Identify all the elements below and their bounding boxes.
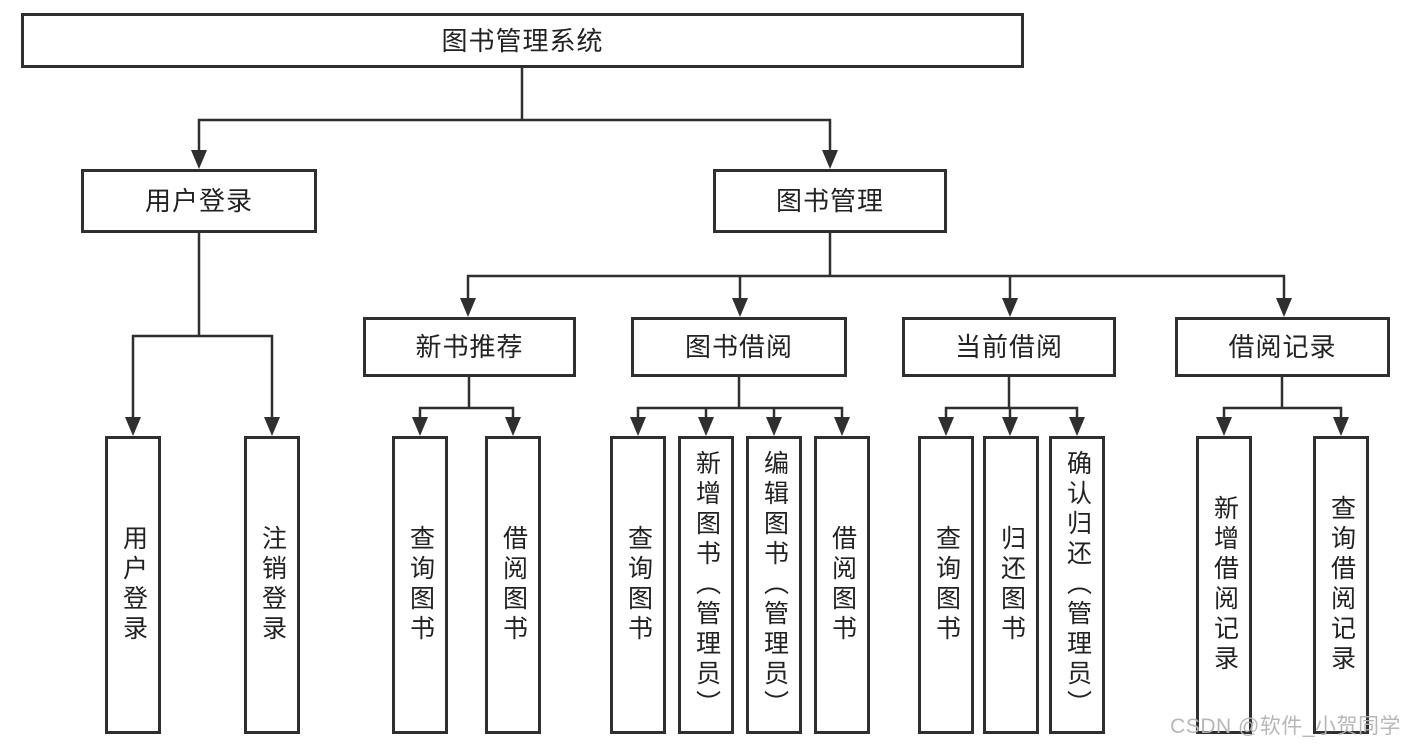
leaf-add-borrow-record: 新增借阅记录 bbox=[1196, 436, 1252, 734]
watermark: CSDN @软件_小贺同学 bbox=[1170, 715, 1401, 738]
root-box: 图书管理系统 bbox=[21, 13, 1024, 68]
leaf-logout: 注销登录 bbox=[244, 436, 300, 734]
leaf-borrow-books-1: 借阅图书 bbox=[485, 436, 541, 734]
branch-book-mgmt-box: 图书管理 bbox=[713, 169, 947, 233]
section-current-borrow-box: 当前借阅 bbox=[902, 317, 1116, 377]
leaf-edit-books-admin: 编辑图书（管理员） bbox=[746, 436, 802, 734]
branch-user-login-box: 用户登录 bbox=[81, 169, 317, 233]
section-borrow-records-box: 借阅记录 bbox=[1175, 317, 1390, 377]
section-new-books-box: 新书推荐 bbox=[363, 317, 576, 377]
leaf-query-borrow-record: 查询借阅记录 bbox=[1313, 436, 1369, 734]
leaf-borrow-books-2: 借阅图书 bbox=[814, 436, 870, 734]
leaf-user-login: 用户登录 bbox=[105, 436, 161, 734]
leaf-add-books-admin: 新增图书（管理员） bbox=[678, 436, 734, 734]
leaf-confirm-return-admin: 确认归还（管理员） bbox=[1049, 436, 1105, 734]
leaf-query-books-1: 查询图书 bbox=[392, 436, 448, 734]
leaf-query-books-3: 查询图书 bbox=[918, 436, 974, 734]
section-book-borrow-box: 图书借阅 bbox=[631, 317, 847, 377]
leaf-query-books-2: 查询图书 bbox=[610, 436, 666, 734]
leaf-return-books: 归还图书 bbox=[983, 436, 1039, 734]
